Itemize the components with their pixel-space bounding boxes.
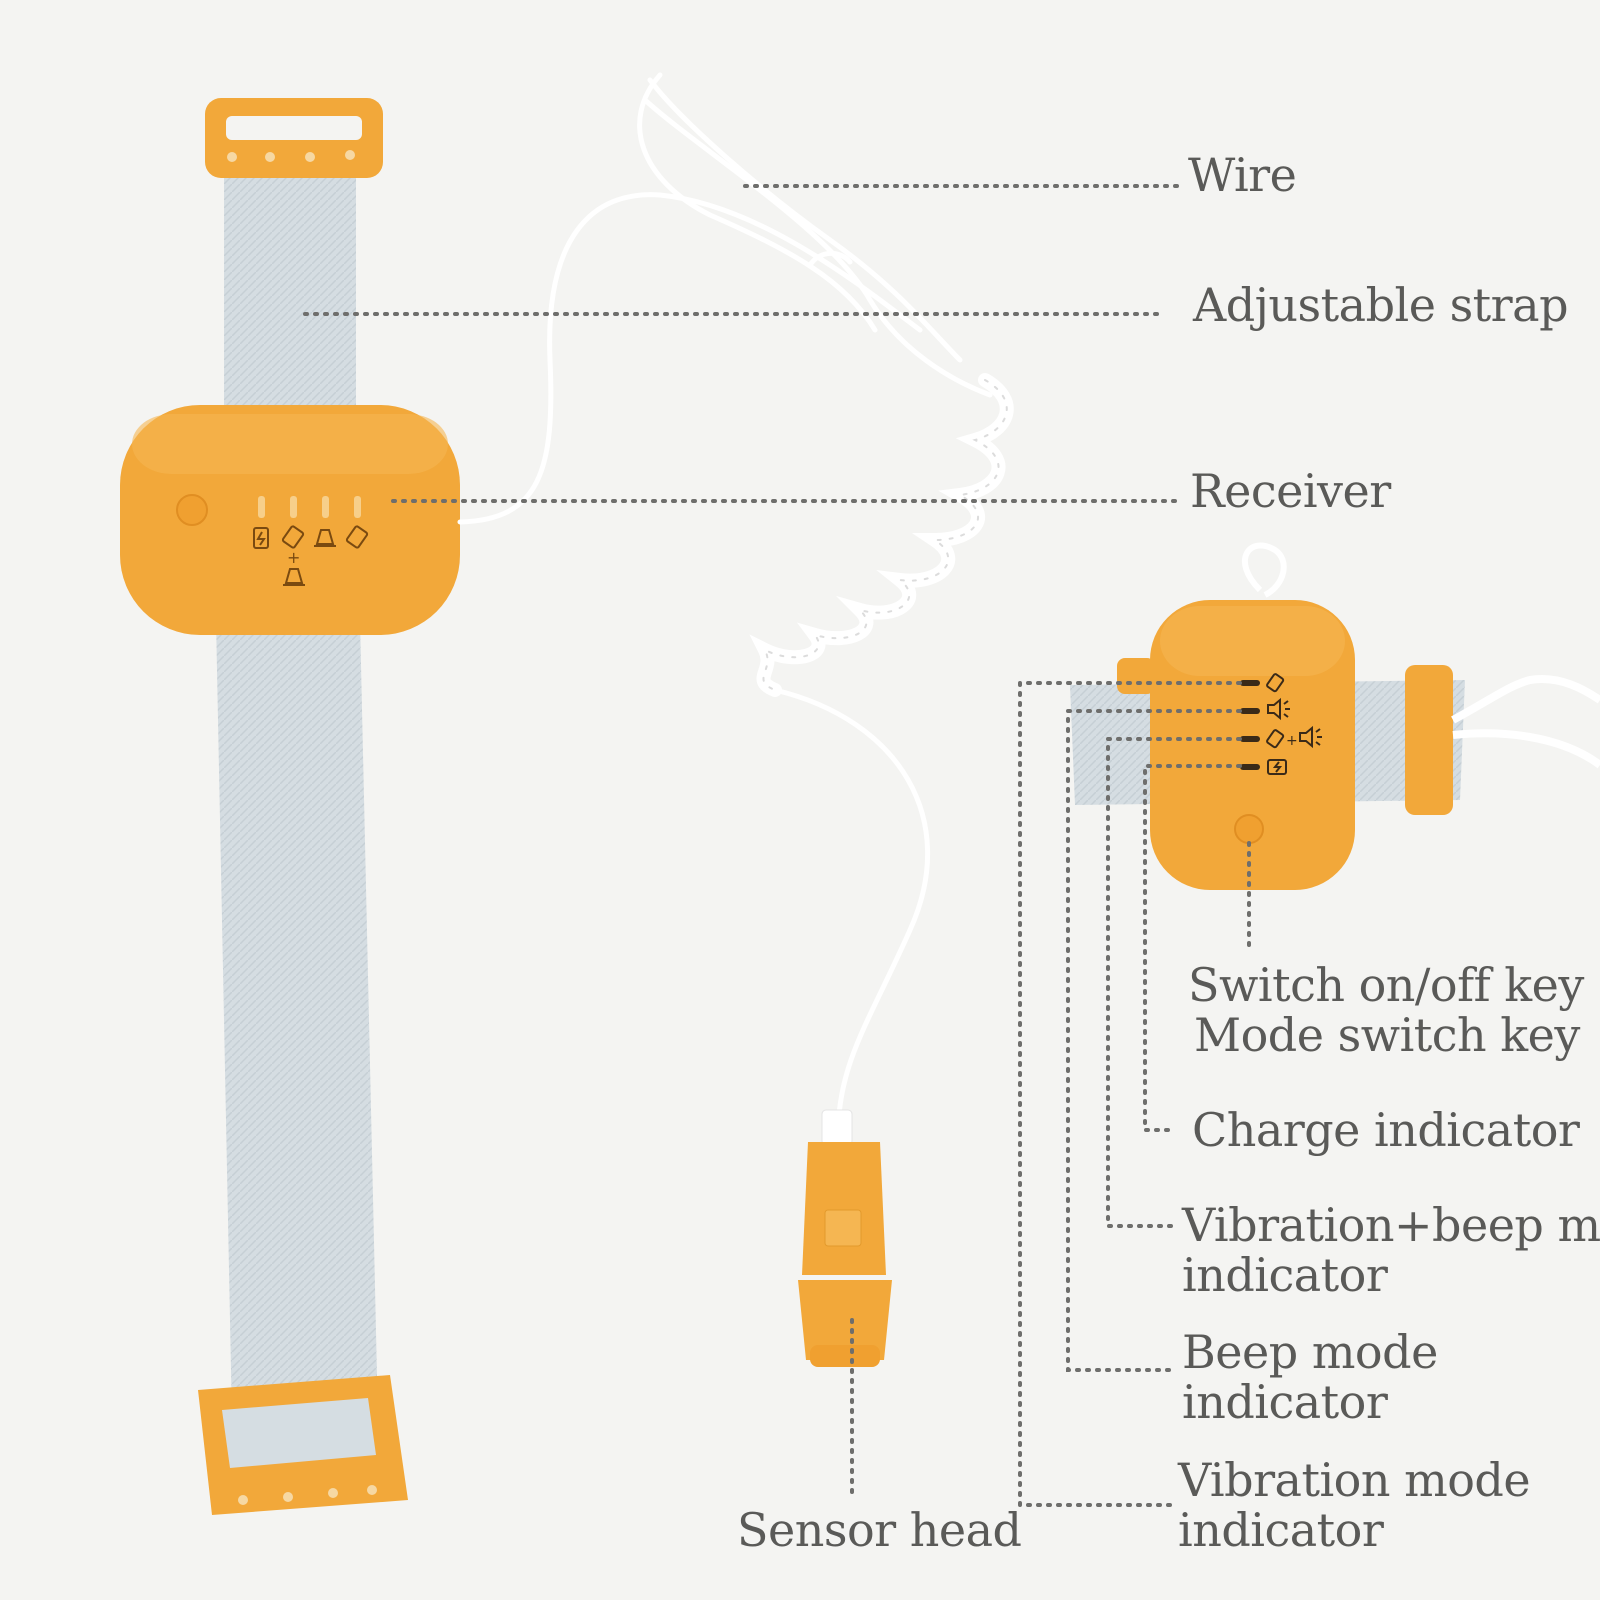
leader-lines [303,184,1251,1507]
bottom-buckle [198,1375,408,1515]
label-beep-mode-line2: indicator [1182,1375,1388,1429]
label-charge-indicator: Charge indicator [1192,1103,1580,1157]
plus-icon: + [287,548,300,567]
receiver-closeup: + [1070,542,1600,890]
label-vibration-beep: Vibration+beep mod indicator [1182,1200,1600,1300]
power-button-icon[interactable] [176,494,208,526]
label-adjustable-strap: Adjustable strap [1193,278,1569,332]
label-vibration-beep-line1: Vibration+beep mod [1182,1198,1600,1252]
beep-lamp-icon [314,529,336,547]
label-vibration-mode-line1: Vibration mode [1178,1453,1531,1507]
coiled-cord [749,373,1014,697]
label-switch-key-line2: Mode switch key [1194,1008,1580,1062]
label-beep-mode-line1: Beep mode [1182,1325,1438,1379]
wire [457,72,1014,1133]
plus-icon: + [1286,733,1298,749]
receiver: + [120,405,460,635]
adjustable-strap-upper [224,165,356,420]
power-button-icon[interactable] [1234,814,1264,844]
battery-icon [1267,759,1287,775]
sensor-head [798,1109,892,1367]
vibration-icon [1266,673,1285,693]
speaker-icon [1267,697,1290,721]
label-vibration-mode-line2: indicator [1178,1503,1384,1557]
vibration-icon [281,525,305,549]
label-wire: Wire [1188,148,1297,202]
label-switch-key: Switch on/off key Mode switch key [1188,960,1584,1060]
label-switch-key-line1: Switch on/off key [1188,958,1584,1012]
battery-icon [253,527,269,549]
label-sensor-head: Sensor head [737,1503,1022,1557]
beep-lamp-icon [283,568,305,586]
main-wristband: + [120,98,460,1515]
label-receiver: Receiver [1190,464,1391,518]
label-vibration-mode: Vibration mode indicator [1178,1453,1531,1557]
speaker-icon [1299,725,1322,749]
adjustable-strap-lower [216,620,378,1420]
vibration-icon [345,525,369,549]
vibration-icon [1266,729,1285,749]
top-buckle [205,98,383,178]
label-vibration-beep-line2: indicator [1182,1248,1388,1302]
label-beep-mode: Beep mode indicator [1182,1327,1438,1427]
